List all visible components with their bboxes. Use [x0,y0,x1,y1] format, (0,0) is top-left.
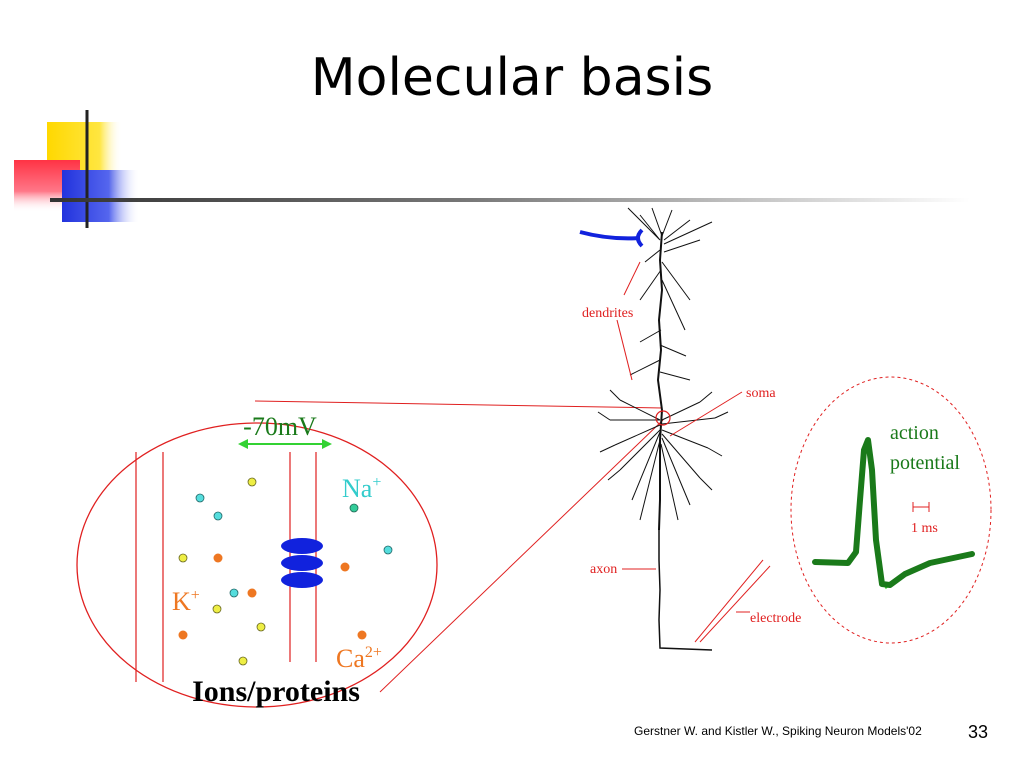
voltage-label: -70mV [243,412,317,441]
synapse-terminal [636,228,644,248]
action-potential-trace [812,437,975,588]
channel-protein [281,538,323,554]
na-ion [383,545,393,555]
ca-label: Ca2+ [336,644,382,673]
channel-protein [281,572,323,588]
k-ion [178,553,188,563]
channel-protein [281,555,323,571]
decor-blue-square [62,170,140,222]
electrode-line [694,559,764,643]
zoom-line-bottom [379,419,664,693]
ion-panel-caption: Ions/proteins [192,675,360,708]
electrode-line [699,565,771,643]
page-number: 33 [968,722,989,742]
dendrites-pointer [616,319,633,381]
action-potential-label-line2: potential [890,452,960,474]
dendrites-label: dendrites [582,306,633,321]
ion-panel: -70mV Na+ K+ Ca2 [76,412,438,708]
na-label: Na+ [342,474,381,503]
ion-panel-circle [76,422,438,708]
voltage-arrow-head-left [238,439,248,449]
k-ion [212,604,222,614]
oblique-dendrites [629,329,691,381]
k-ion [256,622,266,632]
ca-ion [247,588,257,598]
axon-label: axon [590,562,617,577]
synaptic-input [579,230,641,241]
action-potential-label-line1: action [890,422,939,444]
decor-squares [14,110,970,228]
basal-dendrites [610,399,716,521]
apical-dendrite [656,231,664,531]
slide-title: Molecular basis [310,48,714,108]
ca-ion [340,562,350,572]
voltage-arrow-head-right [322,439,332,449]
zoom-line-top [254,400,663,409]
action-potential-circle [790,376,992,644]
na-ion [195,493,205,503]
soma-pointer [669,391,743,437]
axon [658,530,713,651]
scale-bar-label: 1 ms [911,521,938,536]
soma-marker [655,410,671,426]
ca-ion [178,630,188,640]
electrode-label: electrode [750,611,801,626]
action-potential-panel: action potential 1 ms [790,376,992,644]
basal-dendrite-tips [597,389,729,491]
na-ion [229,588,239,598]
na-ion [213,511,223,521]
k-label: K+ [172,587,200,616]
dendrites-pointer-top [623,261,641,296]
na-ion [349,503,359,513]
footer-citation: Gerstner W. and Kistler W., Spiking Neur… [634,724,922,738]
ca-ion [213,553,223,563]
k-ion [247,477,257,487]
decor-horizontal-rule [50,198,970,202]
soma-label: soma [746,386,776,401]
dendrite-tuft [627,207,713,331]
neuron [579,207,729,651]
k-ion [238,656,248,666]
ca-ion [357,630,367,640]
